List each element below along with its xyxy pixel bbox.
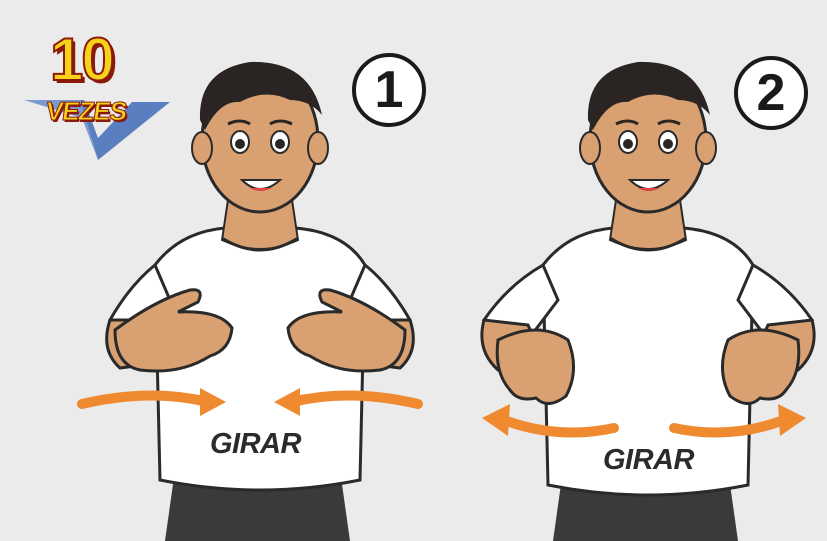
step-1-number: 1 (352, 53, 426, 127)
step-2-number: 2 (734, 56, 808, 130)
step-2-shirt-label: GIRAR (603, 444, 694, 477)
step-1-shirt-label: GIRAR (210, 428, 301, 461)
